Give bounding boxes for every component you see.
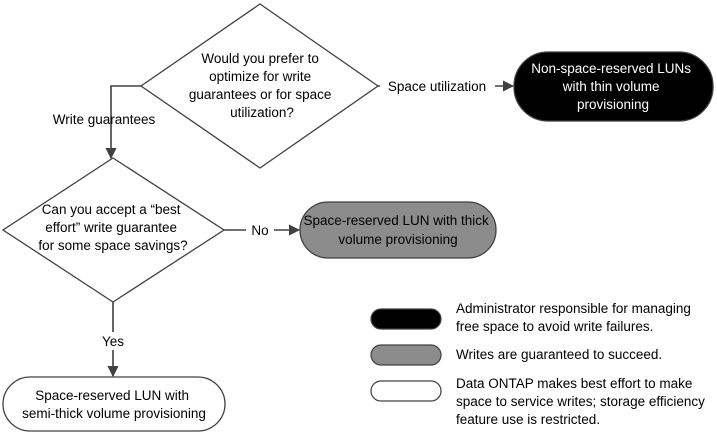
label-yes: Yes <box>102 334 124 349</box>
decision-1-text: Would you prefer to optimize for write g… <box>189 51 335 120</box>
edge-write-guarantees <box>105 85 141 160</box>
decision-1-line-4: utilization? <box>230 105 294 120</box>
outcome-1-line-3: provisioning <box>577 97 649 112</box>
decision-2-line-2: effort” write guarantee <box>45 220 177 235</box>
label-bg-space-utilization <box>380 76 495 96</box>
outcome-2-line-1: Space-reserved LUN with thick <box>303 213 489 228</box>
legend-swatch-gray <box>370 344 442 366</box>
legend-item-3-text: Data ONTAP makes best effort to make spa… <box>456 376 709 427</box>
outcome-3-line-2: semi-thick volume provisioning <box>22 406 206 421</box>
decision-2-line-3: for some space savings? <box>38 238 187 253</box>
legend-1-line-1: Administrator responsible for managing <box>456 301 691 316</box>
decision-diamond-2 <box>1 157 226 303</box>
decision-diamond-1 <box>139 3 380 169</box>
outcome-semi-thick-provisioning <box>2 376 226 432</box>
legend: Administrator responsible for managing f… <box>370 301 709 427</box>
label-no: No <box>251 223 268 238</box>
decision-1-line-1: Would you prefer to <box>201 51 319 66</box>
outcome-1-line-2: with thin volume <box>562 79 660 94</box>
decision-1-line-2: optimize for write <box>209 69 311 84</box>
decision-1-line-3: guarantees or for space <box>189 87 332 102</box>
legend-item-1-text: Administrator responsible for managing f… <box>456 301 695 334</box>
label-space-utilization: Space utilization <box>388 79 486 94</box>
outcome-2-line-2: volume provisioning <box>338 232 457 247</box>
outcome-2-text: Space-reserved LUN with thick volume pro… <box>303 213 492 247</box>
legend-2-line-1: Writes are guaranteed to succeed. <box>456 347 662 362</box>
legend-3-line-2: space to service writes; storage efficie… <box>456 394 705 409</box>
outcome-3-text: Space-reserved LUN with semi-thick volum… <box>22 388 206 421</box>
legend-1-line-2: free space to avoid write failures. <box>456 319 653 334</box>
legend-3-line-1: Data ONTAP makes best effort to make <box>456 376 692 391</box>
label-write-guarantees: Write guarantees <box>53 112 156 127</box>
legend-swatch-black <box>370 308 442 330</box>
outcome-thick-provisioning <box>299 201 497 259</box>
label-bg-no <box>246 221 274 239</box>
outcome-thin-provisioning <box>513 51 714 122</box>
decision-2-line-1: Can you accept a “best <box>42 202 181 217</box>
outcome-1-line-1: Non-space-reserved LUNs <box>531 61 691 76</box>
decision-2-text: Can you accept a “best effort” write gua… <box>38 202 187 253</box>
legend-item-2-text: Writes are guaranteed to succeed. <box>456 347 662 362</box>
label-bg-yes <box>97 332 129 350</box>
legend-3-line-3: feature use is restricted. <box>456 412 600 427</box>
outcome-3-line-1: Space-reserved LUN with <box>35 388 189 403</box>
outcome-1-text: Non-space-reserved LUNs with thin volume… <box>531 61 695 112</box>
legend-swatch-white <box>370 380 442 402</box>
